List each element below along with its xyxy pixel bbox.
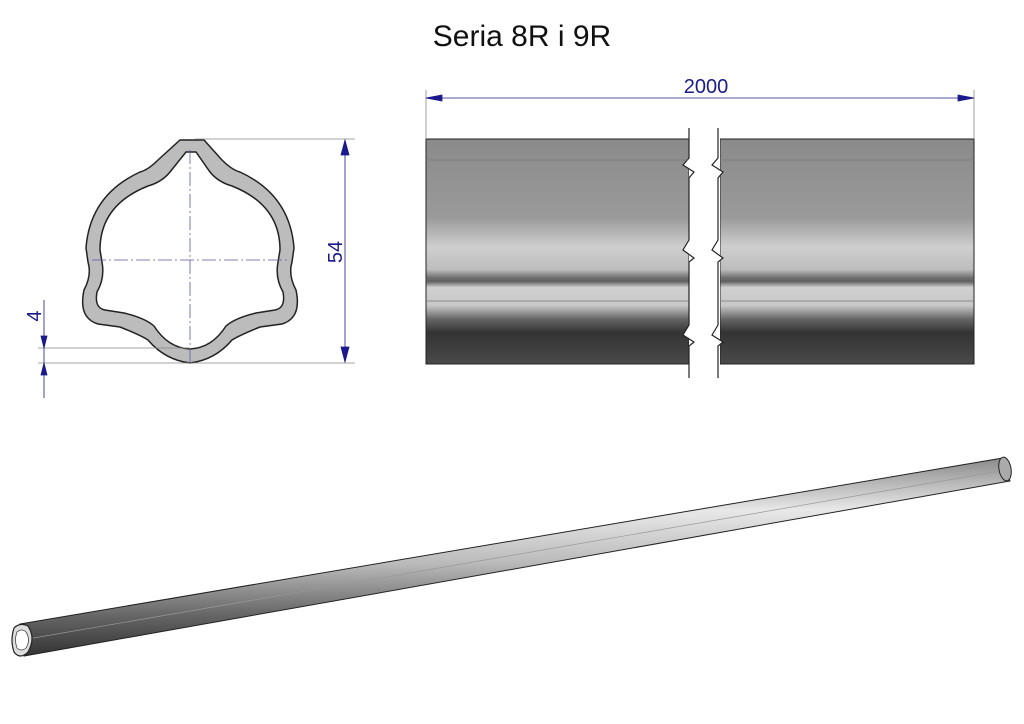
cross-section-profile: [81, 139, 299, 365]
drawing-title: Seria 8R i 9R: [432, 20, 612, 53]
height-dimension: [190, 138, 355, 364]
height-dimension-label: 54: [325, 241, 347, 263]
wall-thickness-label: 4: [24, 310, 46, 321]
length-dimension: [425, 90, 975, 139]
side-view: [425, 128, 975, 380]
tube-3d-view: [11, 456, 1012, 657]
length-dimension-label: 2000: [684, 76, 729, 98]
wall-thickness-dimension: [38, 300, 190, 398]
center-lines: [92, 150, 288, 365]
